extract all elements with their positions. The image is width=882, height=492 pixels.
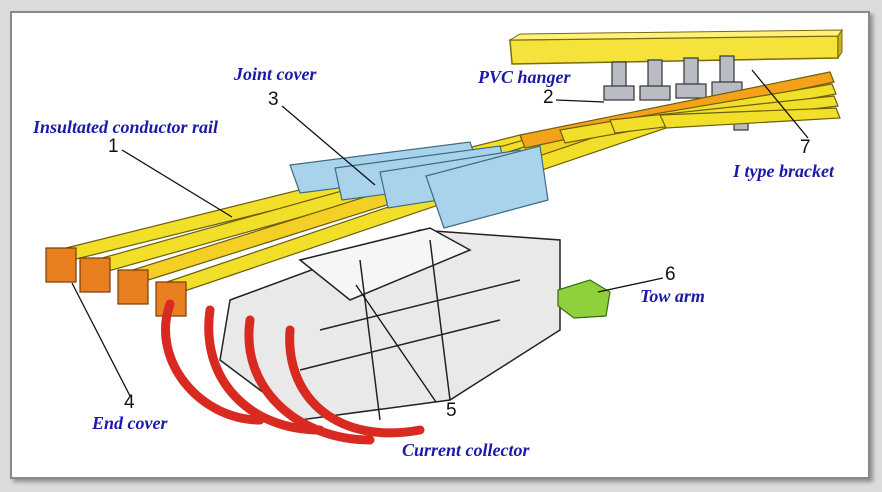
tow-arm: [557, 279, 611, 319]
label-joint-cover: Joint cover: [234, 64, 317, 84]
label-tow-arm: Tow arm: [640, 286, 705, 306]
callout-number-2: 2: [543, 87, 554, 108]
label-i-type-bracket: I type bracket: [733, 161, 834, 181]
callout-number-1: 1: [108, 136, 119, 157]
callout-number-7: 7: [800, 137, 811, 158]
label-end-cover: End cover: [92, 413, 168, 433]
callout-number-3: 3: [268, 89, 279, 110]
leader-lines: [71, 69, 809, 403]
label-pvc-hanger: PVC hanger: [478, 67, 571, 87]
i-type-bracket: [508, 28, 843, 65]
label-current-collector: Current collector: [402, 440, 530, 460]
callout-number-4: 4: [124, 392, 135, 413]
collector-cables: [161, 299, 425, 445]
joint-covers: [289, 141, 549, 229]
label-insulated-conductor-rail: Insultated conductor rail: [33, 117, 219, 137]
current-collector-body: [219, 227, 561, 421]
callout-number-6: 6: [665, 264, 676, 285]
callout-number-5: 5: [446, 400, 457, 421]
